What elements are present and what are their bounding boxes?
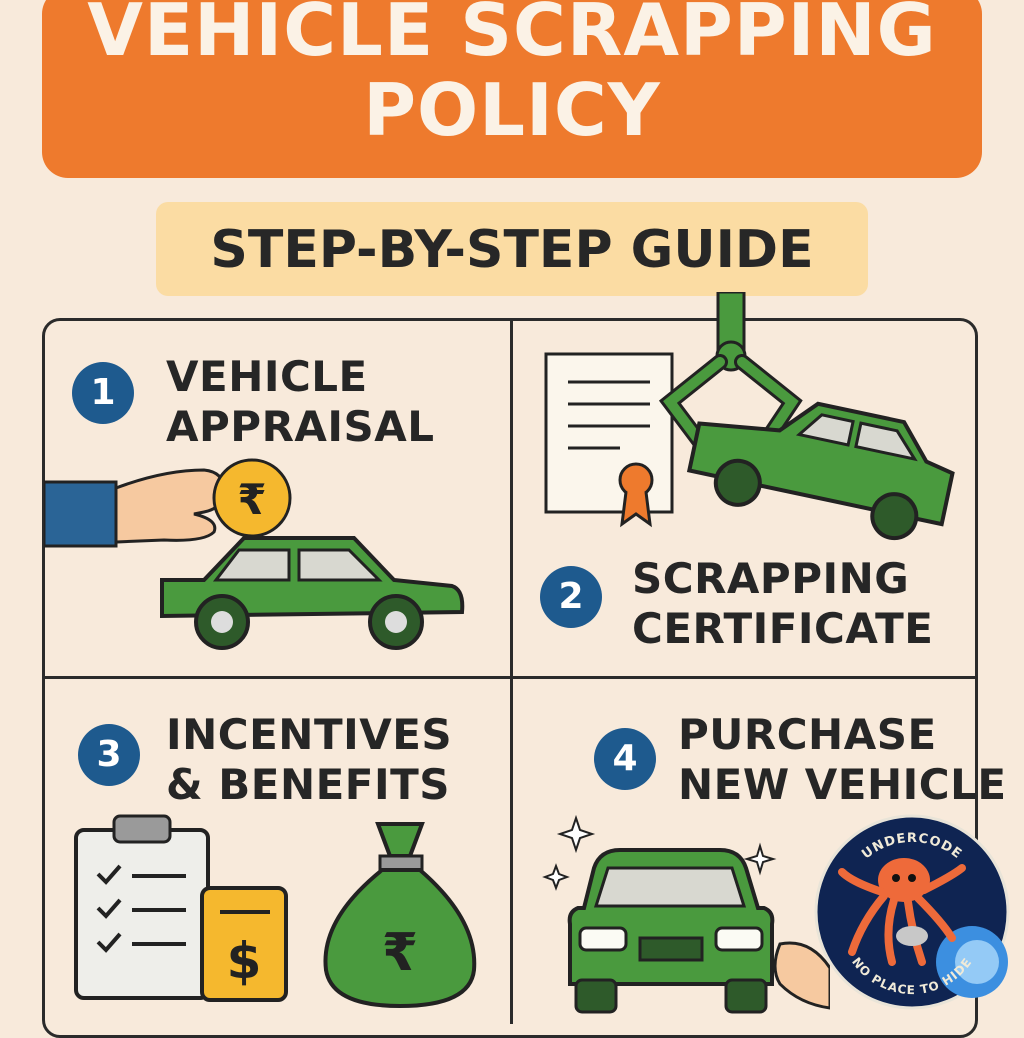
receiving-hand (773, 941, 830, 1010)
step-3-title-line1: INCENTIVES (166, 710, 453, 759)
car-window-rear (297, 548, 383, 582)
step-2-title-line1: SCRAPPING (632, 554, 910, 603)
headlight-right (714, 926, 764, 952)
new-car-sparkle-icon (542, 814, 830, 1014)
sparkle-icon (743, 842, 777, 876)
car-window-front (212, 548, 291, 582)
step-4-badge: 4 (594, 728, 656, 790)
step-2-title-line2: CERTIFICATE (632, 604, 934, 653)
certificate-seal (618, 462, 654, 498)
grille (638, 936, 704, 962)
car-hubcap-rear (385, 611, 407, 633)
rupee-symbol: ₹ (237, 475, 266, 524)
lifted-car (686, 401, 955, 541)
checklist-money-bag-icon: $ ₹ (74, 814, 477, 1009)
step-2-badge: 2 (540, 566, 602, 628)
dollar-symbol: $ (227, 932, 262, 990)
headlight-left (578, 926, 628, 952)
subtitle: STEP-BY-STEP GUIDE (210, 220, 814, 280)
step-2-title: SCRAPPING CERTIFICATE (632, 554, 933, 654)
sparkle-icon (556, 814, 596, 854)
step-1-title-line2: APPRAISAL (166, 402, 435, 451)
title-banner: VEHICLE SCRAPPING POLICY (42, 0, 982, 178)
page-title-line2: POLICY (363, 68, 661, 152)
step-1-title: VEHICLE APPRAISAL (166, 352, 435, 452)
step-4-title-line2: NEW VEHICLE (678, 760, 1007, 809)
subtitle-box: STEP-BY-STEP GUIDE (156, 202, 868, 296)
grid-divider-horizontal (42, 676, 978, 679)
certificate-crane-car-icon (544, 292, 955, 541)
step-4-title-line1: PURCHASE (678, 710, 937, 759)
step-3-title-line2: & BENEFITS (166, 760, 451, 809)
grid-divider-vertical (510, 318, 513, 1024)
page-title-line1: VEHICLE SCRAPPING (87, 0, 937, 72)
bag-rupee-symbol: ₹ (382, 923, 418, 983)
step-1-badge: 1 (72, 362, 134, 424)
step-3-badge: 3 (78, 724, 140, 786)
page-title: VEHICLE SCRAPPING POLICY (42, 0, 982, 150)
step-3-title: INCENTIVES & BENEFITS (166, 710, 452, 810)
car-hubcap-front (211, 611, 233, 633)
sparkle-icon (542, 863, 570, 891)
sleeve-shape (44, 480, 118, 548)
money-bag-icon (323, 868, 477, 1009)
clipboard (74, 828, 210, 1000)
undercode-logo: UNDERCODE NO PLACE TO HIDE (814, 814, 1010, 1010)
step-4-title: PURCHASE NEW VEHICLE (678, 710, 1007, 810)
step-1-title-line1: VEHICLE (166, 352, 368, 401)
windshield (593, 866, 747, 908)
certificate-doc (544, 352, 674, 514)
hand-coin-car-icon: ₹ (44, 458, 465, 650)
dollar-note (200, 886, 288, 1002)
hand-shape (114, 468, 226, 544)
